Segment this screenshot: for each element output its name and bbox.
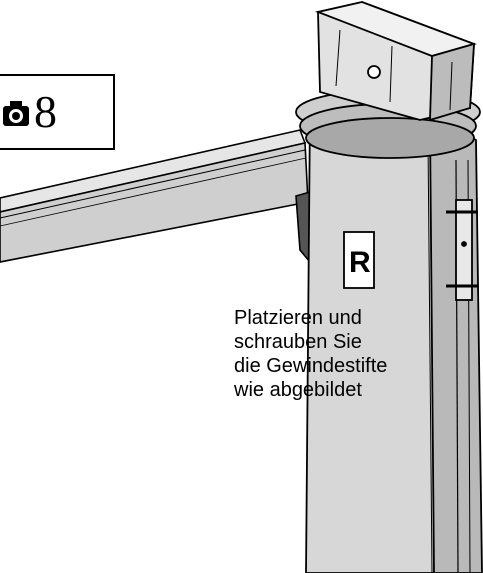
column: R: [295, 1, 483, 573]
caption-line: wie abgebildet: [234, 379, 362, 401]
camera-icon: [3, 101, 29, 126]
step-number: 8: [34, 86, 57, 137]
caption-line: Platzieren und: [234, 307, 362, 329]
brand-plate-letter: R: [349, 246, 371, 279]
instruction-caption: Platzieren und schrauben Sie die Gewinde…: [234, 306, 434, 402]
caption-line: die Gewindestifte: [234, 355, 388, 377]
step-box: 8: [0, 74, 115, 150]
caption-line: schrauben Sie: [234, 331, 362, 353]
crossbeam: [0, 129, 311, 265]
